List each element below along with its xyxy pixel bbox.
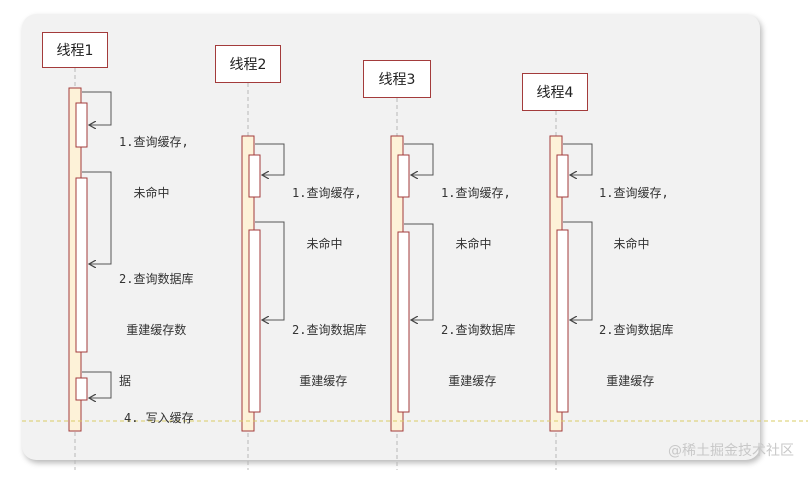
thread-4-nested-activation-2 bbox=[556, 229, 569, 413]
thread-2-self-call-arrow-2 bbox=[255, 221, 285, 320]
thread-3-step-2-label: 2.查询数据库 重建缓存 bbox=[441, 288, 515, 424]
thread-4-self-call-arrow-1 bbox=[563, 143, 593, 175]
thread-1-self-call-arrow-3 bbox=[82, 371, 112, 398]
label-line: 未命中 bbox=[441, 237, 492, 251]
label-line: 未命中 bbox=[599, 237, 650, 251]
thread-1-step-4-label: 4. 写入缓存 bbox=[124, 376, 194, 461]
thread-2-self-call-arrow-1 bbox=[255, 143, 285, 175]
thread-4-self-call-arrow-2 bbox=[563, 221, 593, 320]
thread-4-nested-activation-1 bbox=[556, 154, 569, 198]
thread-1-step-1-label: 1.查询缓存, 未命中 bbox=[119, 100, 189, 236]
thread-1-step-2-label: 2.查询数据库 重建缓存数 据 bbox=[119, 237, 193, 424]
thread-3-nested-activation-1 bbox=[397, 154, 410, 198]
thread-3-self-call-arrow-1 bbox=[404, 143, 434, 175]
thread-3-self-call-arrow-2 bbox=[404, 223, 434, 320]
label-line: 2.查询数据库 bbox=[119, 272, 194, 286]
thread-1-self-call-arrow-2 bbox=[82, 171, 112, 264]
thread-2-nested-activation-2 bbox=[248, 229, 261, 413]
label-line: 未命中 bbox=[119, 186, 170, 200]
thread-2-step-2-label: 2.查询数据库 重建缓存 bbox=[292, 288, 366, 424]
thread-2-step-1-label: 1.查询缓存, 未命中 bbox=[292, 151, 362, 287]
label-line: 重建缓存 bbox=[292, 374, 348, 388]
label-line: 2.查询数据库 bbox=[599, 323, 674, 337]
thread-1-self-call-arrow-1 bbox=[82, 91, 112, 125]
thread-1-header: 线程1 bbox=[42, 32, 108, 68]
label-line: 1.查询缓存, bbox=[441, 186, 511, 200]
label-line: 重建缓存 bbox=[599, 374, 655, 388]
label-line: 据 bbox=[119, 374, 132, 388]
thread-4-step-1-label: 1.查询缓存, 未命中 bbox=[599, 151, 669, 287]
thread-3-header: 线程3 bbox=[363, 60, 431, 98]
thread-3-nested-activation-2 bbox=[397, 231, 410, 413]
thread-3-step-1-label: 1.查询缓存, 未命中 bbox=[441, 151, 511, 287]
thread-1-nested-activation-1 bbox=[75, 102, 88, 148]
thread-1-nested-activation-3 bbox=[75, 377, 88, 401]
label-line: 2.查询数据库 bbox=[292, 323, 367, 337]
label-line: 未命中 bbox=[292, 237, 343, 251]
label-line: 重建缓存数 bbox=[119, 323, 187, 337]
thread-4-header: 线程4 bbox=[522, 73, 588, 111]
thread-2-nested-activation-1 bbox=[248, 154, 261, 198]
thread-2-header: 线程2 bbox=[215, 45, 281, 83]
thread-1-nested-activation-2 bbox=[75, 177, 88, 353]
watermark: @稀土掘金技术社区 bbox=[668, 443, 794, 459]
thread-4-step-2-label: 2.查询数据库 重建缓存 bbox=[599, 288, 673, 424]
label-line: 2.查询数据库 bbox=[441, 323, 516, 337]
label-line: 1.查询缓存, bbox=[292, 186, 362, 200]
label-line: 1.查询缓存, bbox=[599, 186, 669, 200]
label-line: 重建缓存 bbox=[441, 374, 497, 388]
label-line: 1.查询缓存, bbox=[119, 135, 189, 149]
label-line: 4. 写入缓存 bbox=[124, 411, 194, 425]
